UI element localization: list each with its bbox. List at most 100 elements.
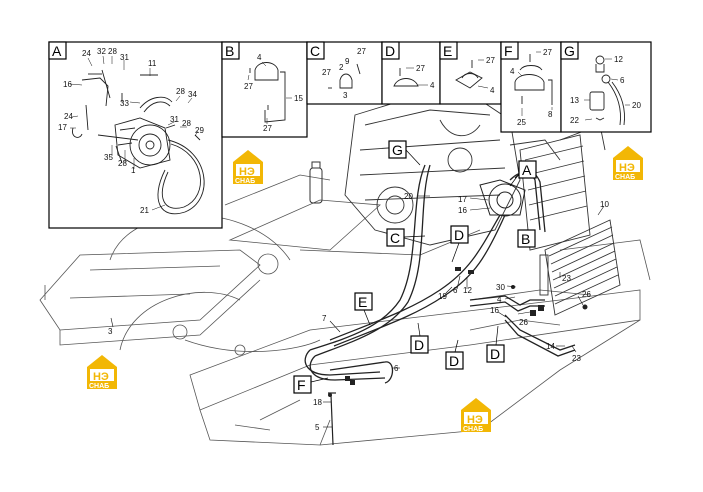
receiver-drier-drawing: [309, 161, 323, 204]
callout-letter: G: [392, 142, 403, 158]
part-label: 6: [394, 364, 399, 373]
part-label: 28: [108, 47, 117, 56]
condenser-drawing: [539, 219, 621, 316]
logo-text: НЭ: [93, 371, 109, 383]
clamps: [328, 267, 588, 397]
part-label: 4: [497, 295, 502, 304]
callout-d[interactable]: D: [450, 225, 469, 263]
part-label: 6: [620, 76, 625, 85]
part-label: 27: [416, 64, 425, 73]
callout-letter: D: [454, 227, 464, 243]
part-label: 20: [632, 101, 641, 110]
part-label: 27: [543, 48, 552, 57]
part-label: 27: [357, 47, 366, 56]
part-label: 32: [97, 47, 106, 56]
part-label: 2: [339, 63, 344, 72]
logo-text: НЭ: [619, 162, 635, 174]
part-label: 28: [182, 119, 191, 128]
callout-letter: D: [490, 346, 500, 362]
callout-b[interactable]: B: [517, 229, 536, 248]
callout-letter: F: [297, 377, 306, 393]
callout-f[interactable]: F: [293, 375, 329, 394]
watermark-logo: НЭ СНАБ: [461, 398, 491, 433]
part-label: 23: [572, 354, 581, 363]
part-label: 17: [458, 195, 467, 204]
callout-letter: D: [449, 353, 459, 369]
part-label: 34: [188, 90, 197, 99]
watermark-logo: НЭ СНАБ: [233, 150, 263, 185]
part-label: 4: [430, 81, 435, 90]
part-label: 3: [343, 91, 348, 100]
part-label: 16: [490, 306, 499, 315]
part-label: 6: [453, 286, 458, 295]
part-label: 28: [176, 87, 185, 96]
part-label: 11: [148, 59, 157, 68]
inset-a-drawing: [71, 69, 205, 215]
part-label: 19: [438, 292, 447, 301]
callout-boxes: G A B C D E D: [293, 140, 537, 394]
part-label: 13: [570, 96, 579, 105]
inset-letter: D: [385, 43, 395, 59]
callout-d[interactable]: D: [410, 322, 429, 354]
part-label: 23: [562, 274, 571, 283]
part-label: 22: [570, 116, 579, 125]
inset-b: B 4 27 15 27: [221, 41, 308, 138]
watermark-logo: НЭ СНАБ: [613, 146, 643, 181]
part-label: 25: [517, 118, 526, 127]
callout-e[interactable]: E: [354, 292, 373, 326]
inset-letter: F: [504, 43, 513, 59]
part-label: 17: [58, 123, 67, 132]
inset-letter: C: [310, 43, 320, 59]
callout-g[interactable]: G: [388, 140, 421, 166]
inset-letter: E: [443, 43, 452, 59]
part-label: 1: [131, 166, 136, 175]
part-label: 33: [120, 99, 129, 108]
callout-letter: A: [522, 162, 532, 178]
part-label: 16: [63, 80, 72, 89]
part-label: 24: [82, 49, 91, 58]
inset-d: D 27 4: [381, 41, 441, 105]
inset-g: G 12 6 13 20 22: [560, 41, 652, 133]
part-label: 12: [463, 286, 472, 295]
callout-a[interactable]: A: [509, 160, 537, 187]
part-label: 12: [614, 55, 623, 64]
part-label: 26: [582, 290, 591, 299]
part-label: 20: [404, 192, 413, 201]
part-label: 18: [313, 398, 322, 407]
inset-c: C 9 27 2 27 3: [306, 41, 383, 105]
inset-f: F 27 4 8 25: [500, 41, 562, 133]
inset-letter: A: [52, 43, 62, 59]
main-part-labels: 20 17 16 10 23 12 6 19 4 30 26 16 26 14 …: [108, 192, 609, 432]
callout-c[interactable]: C: [386, 228, 426, 247]
callout-d[interactable]: D: [486, 325, 505, 363]
part-label: 28: [118, 159, 127, 168]
part-label: 4: [490, 86, 495, 95]
part-label: 3: [108, 327, 113, 336]
callout-letter: B: [521, 231, 530, 247]
logo-text: НЭ: [467, 414, 483, 426]
part-label: 7: [322, 314, 327, 323]
callout-letter: D: [414, 337, 424, 353]
part-label: 14: [546, 342, 555, 351]
callout-d[interactable]: D: [445, 339, 464, 370]
inset-letter: B: [225, 43, 234, 59]
logo-text: НЭ: [239, 166, 255, 178]
part-label: 27: [486, 56, 495, 65]
part-label: 4: [257, 53, 262, 62]
part-label: 4: [510, 67, 515, 76]
logo-subtext: СНАБ: [235, 178, 255, 185]
watermark-logo: НЭ СНАБ: [87, 355, 117, 390]
part-label: 24: [64, 112, 73, 121]
part-label: 27: [263, 124, 272, 133]
callout-letter: E: [358, 294, 367, 310]
logo-subtext: СНАБ: [89, 383, 109, 390]
logo-subtext: СНАБ: [463, 426, 483, 433]
pin-bolt-drawing: [328, 392, 336, 446]
inset-e: E 27 4: [439, 41, 502, 105]
refrigerant-hoses: [304, 164, 576, 384]
part-label: 9: [345, 57, 350, 66]
part-label: 15: [294, 94, 303, 103]
part-label: 30: [496, 283, 505, 292]
